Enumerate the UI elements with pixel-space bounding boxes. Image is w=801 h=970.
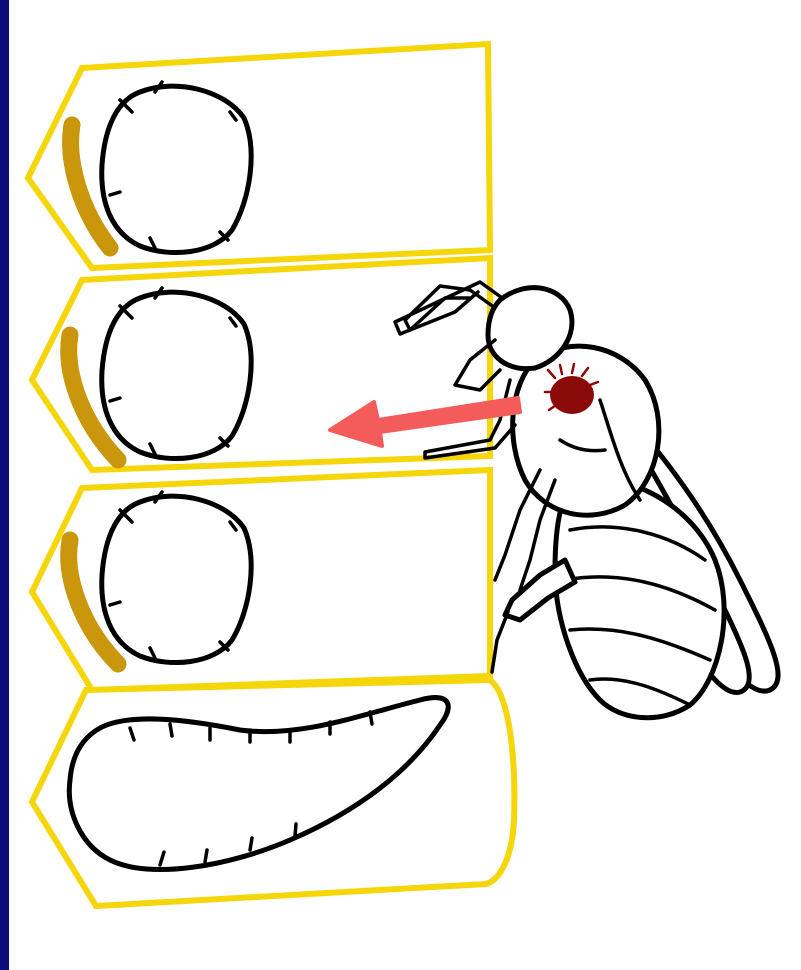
egg-icon-1 — [102, 82, 251, 253]
egg-icon-2 — [102, 288, 251, 459]
egg-icon-3 — [102, 492, 251, 663]
brood-cell-4 — [32, 680, 514, 906]
brood-cell-2 — [32, 258, 490, 470]
brood-cell-1 — [28, 44, 490, 268]
brood-cell-3 — [32, 470, 490, 690]
